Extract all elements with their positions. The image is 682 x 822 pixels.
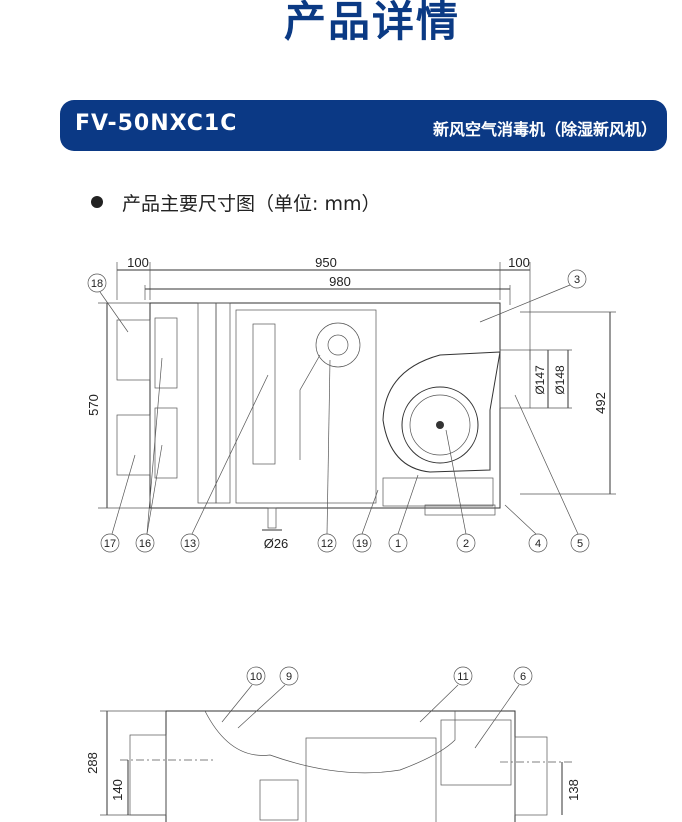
product-name: 新风空气消毒机（除湿新风机）	[432, 120, 657, 139]
callout-17: 17	[100, 533, 120, 553]
callout-4: 4	[528, 533, 548, 553]
svg-text:6: 6	[520, 671, 526, 683]
callout-6: 6	[513, 666, 533, 686]
callout-13: 13	[180, 533, 200, 553]
dim-drain: Ø26	[264, 536, 289, 551]
callout-16: 16	[135, 533, 155, 553]
bullet-icon	[91, 196, 103, 208]
callout-5: 5	[570, 533, 590, 553]
svg-text:17: 17	[104, 538, 116, 550]
svg-text:1: 1	[395, 538, 401, 550]
svg-text:3: 3	[574, 274, 580, 286]
callout-9: 9	[279, 666, 299, 686]
svg-text:16: 16	[139, 538, 151, 550]
model-banner: FV-50NXC1C 新风空气消毒机（除湿新风机）	[60, 100, 667, 151]
page-title: 产品详情	[283, 0, 460, 46]
top-view-drawing: 100 950 100 980 570 492 Ø147 Ø148	[86, 255, 616, 553]
callout-1: 1	[388, 533, 408, 553]
dim-duct-d1: Ø147	[533, 365, 547, 395]
dim-right-center: 138	[566, 779, 581, 801]
svg-text:19: 19	[356, 538, 368, 550]
dim-depth: 570	[86, 394, 101, 416]
dim-left-duct: 100	[127, 255, 149, 270]
model-number: FV-50NXC1C	[75, 111, 238, 136]
callout-18: 18	[87, 273, 107, 293]
svg-text:11: 11	[457, 671, 468, 683]
svg-text:5: 5	[577, 538, 583, 550]
svg-text:2: 2	[463, 538, 469, 550]
dim-right-duct: 100	[508, 255, 530, 270]
callout-2: 2	[456, 533, 476, 553]
dim-overall: 980	[329, 274, 351, 289]
dim-height: 288	[85, 752, 100, 774]
svg-text:10: 10	[250, 671, 262, 683]
dim-body-width: 950	[315, 255, 337, 270]
svg-text:9: 9	[286, 671, 292, 683]
dim-duct-d2: Ø148	[553, 365, 567, 395]
dim-mount-pitch: 492	[593, 392, 608, 414]
section-heading: 产品主要尺寸图（单位: mm）	[122, 193, 381, 215]
callout-11: 11	[453, 666, 473, 686]
callout-12: 12	[317, 533, 337, 553]
svg-text:13: 13	[184, 538, 196, 550]
svg-text:12: 12	[321, 538, 333, 550]
dim-left-center: 140	[110, 779, 125, 801]
callout-19: 19	[352, 533, 372, 553]
callout-3: 3	[567, 269, 587, 289]
callout-10: 10	[246, 666, 266, 686]
side-view-drawing: 288 140 138 10 9 11 6	[85, 666, 581, 822]
svg-text:4: 4	[535, 538, 541, 550]
svg-text:18: 18	[91, 278, 103, 290]
